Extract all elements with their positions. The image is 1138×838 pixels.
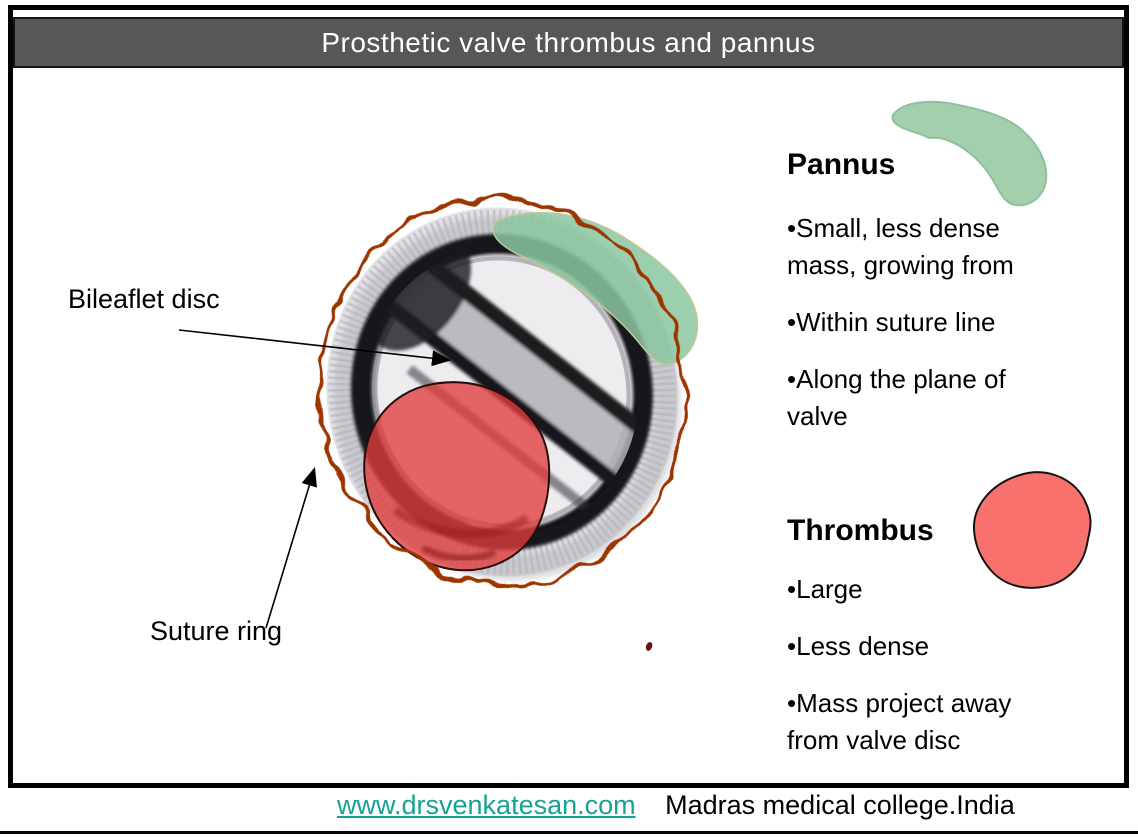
thrombus-bullet: •Large xyxy=(787,574,863,604)
slide-title: Prosthetic valve thrombus and pannus xyxy=(321,26,816,58)
thrombus-bullet-list: •Large •Less dense •Mass project away fr… xyxy=(787,571,1069,779)
suture-ring-label: Suture ring xyxy=(150,616,283,646)
thrombus-heading: Thrombus xyxy=(787,514,934,547)
suture-outline xyxy=(317,196,687,588)
thrombus-bullet: •Less dense xyxy=(787,631,930,661)
pannus-heading: Pannus xyxy=(787,148,896,181)
bileaflet-disc-label: Bileaflet disc xyxy=(68,284,220,314)
title-bar: Prosthetic valve thrombus and pannus xyxy=(13,17,1124,68)
pannus-blob-icon xyxy=(891,100,1048,207)
pannus-overlay xyxy=(492,211,699,366)
thrombus-overlay xyxy=(363,381,551,572)
valve-photo xyxy=(317,196,699,588)
pannus-bullet: •Small, less dense mass, growing from xyxy=(787,213,1014,280)
pannus-bullet-list: •Small, less dense mass, growing from •W… xyxy=(787,210,1069,455)
thrombus-bullet: •Mass project away from valve disc xyxy=(787,688,1012,755)
pannus-bullet: •Within suture line xyxy=(787,307,996,337)
thrombus-blob-icon xyxy=(972,471,1092,589)
footer-text: Madras medical college.India xyxy=(665,790,1015,820)
footer: www.drsvenkatesan.com Madras medical col… xyxy=(337,790,1015,821)
bottom-rule xyxy=(0,831,1138,834)
pannus-bullet: •Along the plane of valve xyxy=(787,364,1006,431)
footer-link[interactable]: www.drsvenkatesan.com xyxy=(337,790,636,820)
